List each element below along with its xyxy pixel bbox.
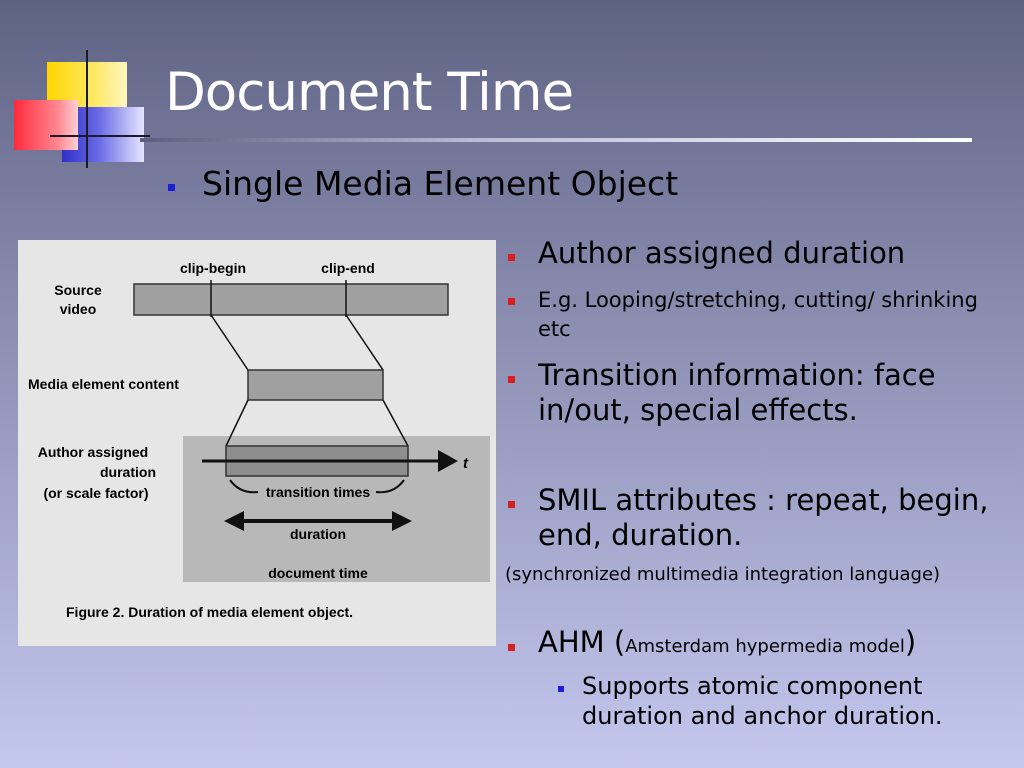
- clip-begin-label: clip-begin: [180, 260, 246, 276]
- duration-arrow-label: duration: [290, 526, 346, 542]
- item-smil-attributes: SMIL attributes : repeat, begin, end, du…: [538, 483, 989, 552]
- item-ahm: AHM (Amsterdam hypermedia model): [538, 625, 1008, 664]
- bullet-icon: [508, 376, 515, 383]
- media-content-label: Media element content: [28, 376, 179, 392]
- item-author-assigned-duration: Author assigned duration: [538, 236, 906, 270]
- decorative-logo: [0, 0, 160, 170]
- logo-red-square: [14, 100, 78, 150]
- slide-title: Document Time: [165, 62, 574, 123]
- item-transition-information: Transition information: face in/out, spe…: [538, 358, 936, 427]
- bullet-icon: [508, 298, 515, 305]
- logo-horizontal-line: [50, 135, 150, 137]
- scale-factor-label: (or scale factor): [43, 485, 148, 501]
- bullet-icon: [508, 254, 515, 261]
- ahm-sub-item: Supports atomic component duration and a…: [582, 672, 943, 730]
- duration-arrow-right: [392, 511, 412, 531]
- time-axis-label: t: [463, 455, 469, 472]
- source-video-bar: [133, 283, 449, 316]
- bullet-icon: [558, 686, 564, 692]
- video-label: video: [60, 301, 97, 317]
- bullet-icon: [508, 501, 515, 508]
- duration-arrow-left: [224, 511, 244, 531]
- ahm-expansion: Amsterdam hypermedia model: [625, 636, 905, 657]
- ahm-suffix: ): [904, 625, 917, 659]
- projection-line-right: [345, 314, 384, 371]
- smil-note: (synchronized multimedia integration lan…: [505, 564, 941, 585]
- projection-line-left-2: [225, 399, 249, 447]
- bullet-icon: [508, 644, 515, 651]
- item-looping-example: E.g. Looping/stretching, cutting/ shrink…: [538, 288, 978, 341]
- figure-duration-diagram: clip-begin clip-end Source video Media e…: [18, 240, 496, 646]
- projection-line-left: [210, 314, 249, 371]
- figure-caption: Figure 2. Duration of media element obje…: [66, 604, 353, 620]
- projection-line-right-2: [382, 399, 409, 447]
- media-content-bar: [247, 369, 384, 401]
- author-assigned-label: Author assigned: [38, 444, 148, 460]
- title-underline: [140, 138, 972, 142]
- source-label: Source: [54, 282, 102, 298]
- clip-end-label: clip-end: [321, 260, 375, 276]
- ahm-prefix: AHM (: [538, 625, 626, 659]
- logo-vertical-line: [86, 50, 88, 168]
- time-axis-arrowhead: [438, 450, 458, 472]
- bullet-icon: [168, 184, 175, 191]
- duration-word-label: duration: [100, 464, 156, 480]
- document-time-label: document time: [268, 565, 368, 581]
- transition-curve-right: [375, 479, 405, 494]
- transition-times-label: transition times: [266, 484, 370, 500]
- level1-bullet-text: Single Media Element Object: [202, 164, 679, 203]
- transition-curve-left: [229, 479, 259, 494]
